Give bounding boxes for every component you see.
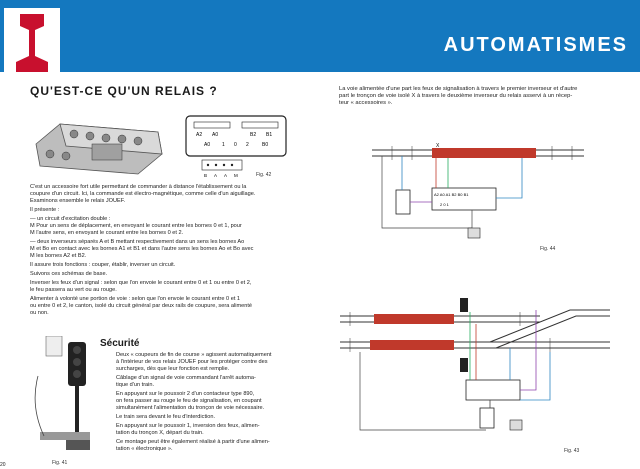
- signal-illustration: [34, 336, 90, 450]
- page-number: 20: [0, 462, 6, 468]
- paragraph-line: — deux inverseurs séparés A et B mettant…: [30, 239, 245, 245]
- paragraph-line: ou non.: [30, 310, 49, 316]
- paragraph-line: Il assure trois fonctions : couper, étab…: [30, 262, 176, 268]
- svg-text:B: B: [204, 173, 207, 178]
- relay-label-a2: A2: [196, 132, 202, 138]
- figure-caption-41: Fig. 41: [52, 460, 68, 466]
- svg-text:1: 1: [222, 142, 225, 148]
- relay-schematic: A2 A0 B2 B1 A0 1 0 2 B0 B A A M: [185, 115, 287, 178]
- paragraph-line: C'est un accessoire fort utile permettan…: [30, 184, 247, 190]
- figure-caption-44: Fig. 44: [540, 246, 556, 252]
- header-banner: [0, 0, 640, 72]
- right-intro-text: La voie alimentée d'une part les feux de…: [339, 86, 578, 106]
- svg-text:M: M: [234, 173, 238, 178]
- svg-text:0: 0: [234, 142, 237, 148]
- securite-heading: Sécurité: [100, 338, 140, 349]
- relay-label-b2: B2: [250, 132, 256, 138]
- paragraph-line: Examinons ensemble le relais JOUEF.: [30, 198, 126, 204]
- paragraph-line: ou entre 0 et 2, le canton, isolé du cir…: [30, 303, 253, 309]
- page-title: AUTOMATISMES: [443, 34, 628, 56]
- paragraph-line: M l'autre sens, en envoyant le courant e…: [30, 230, 184, 236]
- relay-label-a0: A0: [212, 132, 218, 138]
- paragraph-line: M Pour un sens de déplacement, en envoya…: [30, 223, 242, 229]
- relay-label-b1: B1: [266, 132, 272, 138]
- paragraph-line: Il présente :: [30, 207, 60, 213]
- rail-logo: [4, 8, 60, 72]
- svg-text:2: 2: [246, 142, 249, 148]
- svg-text:A0: A0: [204, 142, 210, 148]
- paragraph-line: Alimenter à volonté une portion de voie …: [30, 296, 241, 302]
- relay-photo: [35, 123, 163, 175]
- paragraph-line: le feu passera au vert ou au rouge.: [30, 287, 117, 293]
- body-text: C'est un accessoire fort utile permettan…: [30, 184, 320, 317]
- paragraph-line: M les bornes A2 et B2.: [30, 253, 87, 259]
- figure-caption-43: Fig. 43: [564, 448, 580, 454]
- svg-text:A2 A0 A1 B2 B0 B1: A2 A0 A1 B2 B0 B1: [434, 192, 469, 197]
- wiring-diagram-44: X A2 A0 A1 B2 B0 B1 2 0 1: [372, 143, 584, 239]
- paragraph-line: coupure d'un circuit. Ici, la commande e…: [30, 191, 256, 197]
- figure-caption-42: Fig. 42: [256, 172, 272, 178]
- section-heading: QU'EST-CE QU'UN RELAIS ?: [30, 84, 218, 98]
- securite-text: Deux « coupeurs de fin de course » agiss…: [116, 352, 272, 452]
- paragraph-line: M et Bo en contact avec les bornes A1 et…: [30, 246, 254, 252]
- paragraph-line: Suivons ces schémas de base.: [30, 271, 108, 277]
- wiring-diagram-43: [340, 298, 610, 431]
- rail-icon: [16, 14, 48, 72]
- svg-text:B0: B0: [262, 142, 268, 148]
- paragraph-line: Inverser les feux d'un signal : selon qu…: [30, 280, 252, 286]
- paragraph-line: — un circuit d'excitation double :: [30, 216, 111, 222]
- svg-text:2 0 1: 2 0 1: [440, 202, 450, 207]
- svg-text:A: A: [224, 173, 227, 178]
- svg-text:X: X: [436, 143, 440, 149]
- svg-text:A: A: [214, 173, 217, 178]
